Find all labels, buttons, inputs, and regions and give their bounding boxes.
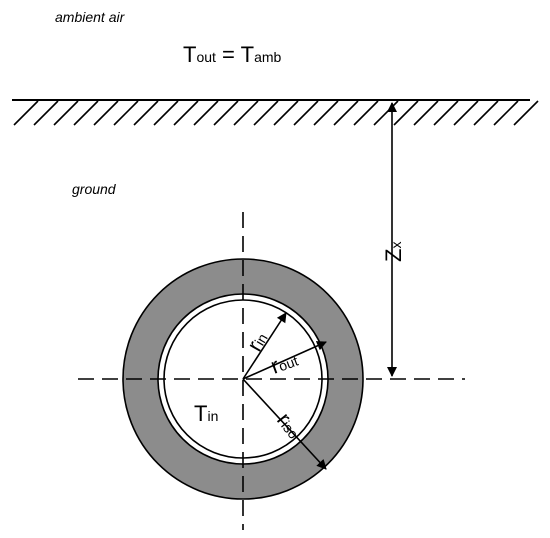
- hatch-stroke: [73, 100, 99, 126]
- hatch-stroke: [33, 100, 59, 126]
- t-out-sub: out: [196, 49, 216, 65]
- r-out-arrow: [242, 341, 327, 380]
- t-amb-main: T: [241, 42, 254, 67]
- hatch-stroke: [493, 100, 519, 126]
- hatch-stroke: [453, 100, 479, 126]
- hatch-stroke: [293, 100, 319, 126]
- ambient-air-label: ambient air: [55, 9, 126, 25]
- hatch-stroke: [273, 100, 299, 126]
- hatch-stroke: [133, 100, 159, 126]
- z-main: Z: [381, 249, 406, 262]
- hatch-stroke: [393, 100, 419, 126]
- t-in-sub: in: [207, 408, 218, 424]
- hatch-stroke: [113, 100, 139, 126]
- depth-label: Zx: [381, 242, 406, 262]
- hatch-stroke: [93, 100, 119, 126]
- r-in-arrow: [242, 312, 287, 380]
- hatch-stroke: [213, 100, 239, 126]
- t-amb-sub: amb: [254, 49, 281, 65]
- hatch-stroke: [313, 100, 339, 126]
- hatch-stroke: [53, 100, 79, 126]
- hatch-stroke: [473, 100, 499, 126]
- hatch-stroke: [353, 100, 379, 126]
- t-out-main: T: [183, 42, 196, 67]
- ground-label: ground: [72, 181, 117, 197]
- hatch-stroke: [173, 100, 199, 126]
- hatch-stroke: [433, 100, 459, 126]
- r-out-sub: out: [276, 353, 300, 375]
- ground-hatching: [13, 100, 539, 126]
- hatch-stroke: [13, 100, 39, 126]
- t-in-main: T: [194, 401, 207, 426]
- hatch-stroke: [413, 100, 439, 126]
- hatch-stroke: [373, 100, 399, 126]
- r-iso-arrow: [242, 378, 327, 470]
- hatch-stroke: [193, 100, 219, 126]
- hatch-stroke: [333, 100, 359, 126]
- hatch-stroke: [233, 100, 259, 126]
- t-in-label: Tin: [194, 401, 218, 426]
- hatch-stroke: [253, 100, 279, 126]
- z-sub: x: [388, 242, 404, 249]
- hatch-stroke: [153, 100, 179, 126]
- boundary-condition-equation: Tout = Tamb: [183, 42, 282, 67]
- equals-sign: =: [216, 42, 241, 67]
- hatch-stroke: [513, 100, 539, 126]
